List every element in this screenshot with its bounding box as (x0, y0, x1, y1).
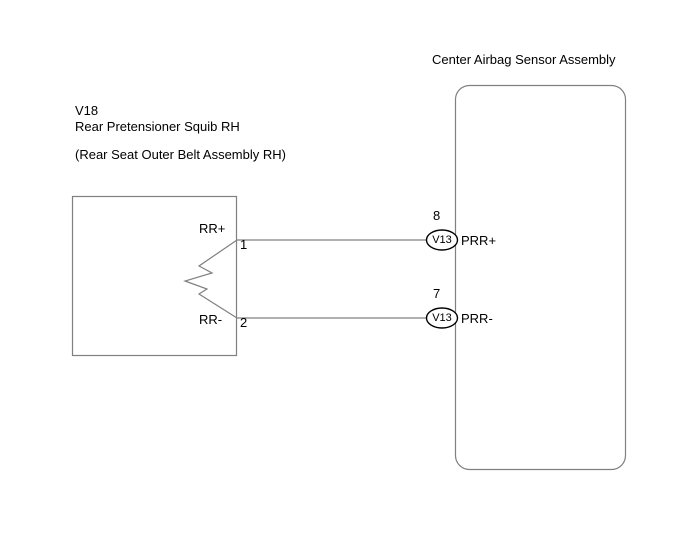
component-alt-name: (Rear Seat Outer Belt Assembly RH) (75, 147, 286, 162)
squib-pin-positive-label: RR+ (199, 221, 226, 236)
component-name: Rear Pretensioner Squib RH (75, 119, 240, 134)
squib-box (71, 195, 238, 357)
squib-pin-negative-number: 2 (240, 315, 248, 330)
sensor-pin-positive-number: 8 (433, 208, 441, 223)
squib-pin-positive-number: 1 (240, 237, 248, 252)
connector-code-bottom: V13 (432, 312, 452, 324)
connector-code-top: V13 (432, 234, 452, 246)
squib-resistor-symbol (183, 239, 238, 319)
sensor-pin-positive-label: PRR+ (461, 233, 497, 248)
squib-pin-negative-label: RR- (199, 312, 223, 327)
sensor-pin-negative-label: PRR- (461, 311, 493, 326)
connector-oval-bottom (425, 307, 459, 329)
component-code: V18 (75, 103, 99, 118)
connector-oval-top (425, 229, 459, 251)
sensor-assembly-title: Center Airbag Sensor Assembly (432, 52, 616, 67)
sensor-pin-negative-number: 7 (433, 286, 441, 301)
sensor-assembly-box (454, 84, 627, 471)
